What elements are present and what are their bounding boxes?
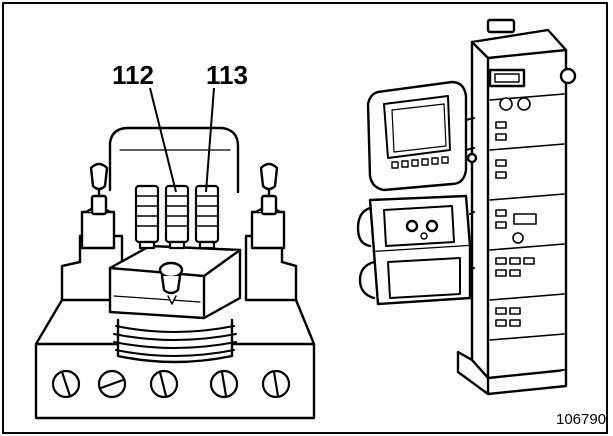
leader-112 xyxy=(149,87,177,193)
electronic-control-cabinet-icon xyxy=(356,18,577,396)
callout-leaders xyxy=(149,87,215,193)
callout-113: 113 xyxy=(206,60,248,90)
figure-reference-number: 106790 xyxy=(556,411,606,428)
callout-112: 112 xyxy=(112,60,154,90)
servo-test-bench-icon xyxy=(34,126,316,420)
leader-113 xyxy=(205,87,215,193)
